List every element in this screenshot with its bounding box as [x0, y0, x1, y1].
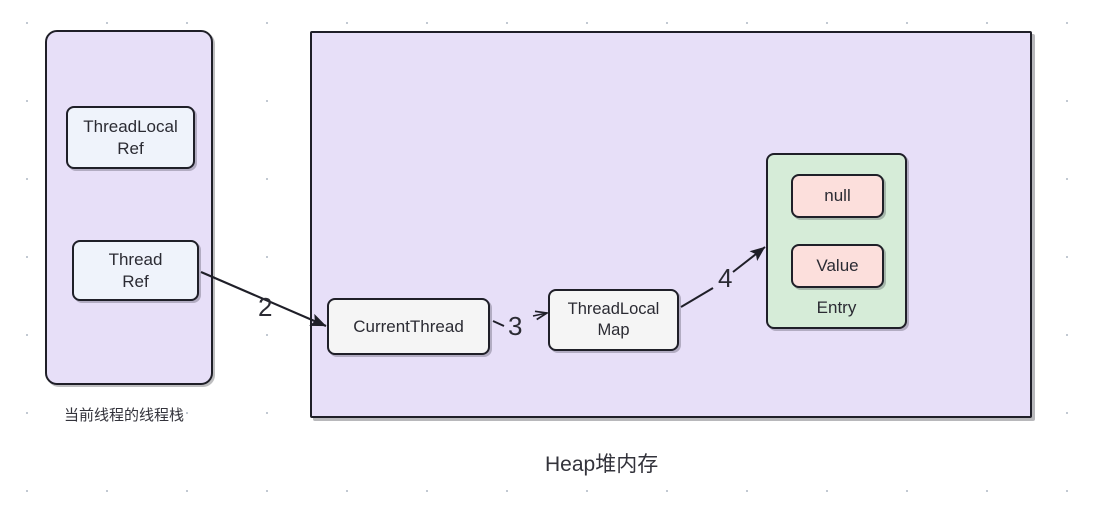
stack-caption: 当前线程的线程栈 [64, 407, 185, 424]
arrow-label-4: 4 [718, 263, 733, 293]
arrow-label-2: 2 [258, 292, 273, 322]
arrow-label-3: 3 [508, 311, 523, 341]
heap-caption: Heap堆内存 [545, 453, 659, 476]
node-current-thread: CurrentThread [327, 298, 490, 355]
heap-container [310, 31, 1032, 418]
thread-stack-container [45, 30, 213, 385]
entry-key-slot: null [791, 174, 884, 218]
entry-value-slot: Value [791, 244, 884, 288]
node-entry: null Value Entry [766, 153, 907, 329]
node-threadlocal-ref: ThreadLocal Ref [66, 106, 195, 169]
node-threadlocal-map: ThreadLocal Map [548, 289, 679, 351]
node-thread-ref: Thread Ref [72, 240, 199, 301]
entry-label: Entry [816, 298, 857, 317]
